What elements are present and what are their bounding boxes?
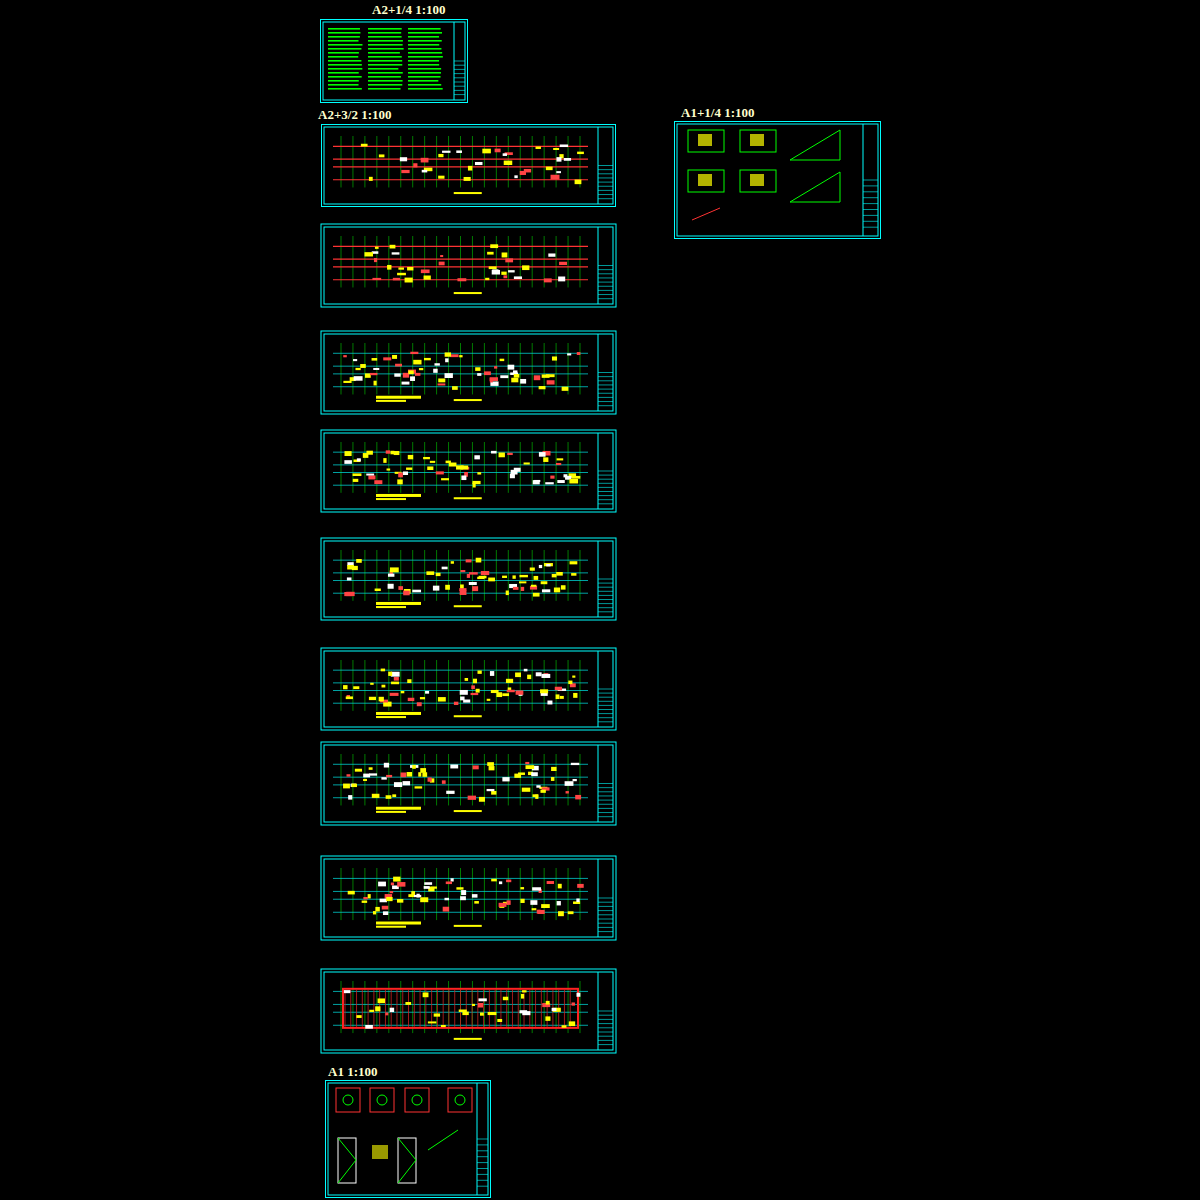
sheet-frame <box>324 541 613 617</box>
drawing-sheet <box>321 969 616 1053</box>
drawing-sheet <box>321 538 616 620</box>
drawing-sheet <box>321 648 616 730</box>
sheet-heading: A2+1/4 1:100 <box>372 2 446 17</box>
drawing-sheet: A1+1/4 1:100 <box>674 121 881 239</box>
sheet-frame <box>324 745 613 822</box>
sheet-frame <box>324 227 613 304</box>
sheet-frame <box>324 334 613 411</box>
sheet-frame <box>328 1083 488 1195</box>
drawing-sheet <box>321 430 616 512</box>
drawing-sheet: A1 1:100 <box>325 1080 491 1198</box>
drawing-sheet <box>321 331 616 414</box>
drawing-sheet <box>321 856 616 940</box>
sheet-frame <box>677 124 878 236</box>
sheet-frame <box>324 127 613 204</box>
sheet-frame <box>324 651 613 727</box>
drawing-sheet <box>321 224 616 307</box>
sheet-frame <box>324 859 613 937</box>
drawing-sheet: A2+3/2 1:100 <box>321 124 616 207</box>
sheet-heading: A2+3/2 1:100 <box>318 107 392 122</box>
sheet-frame <box>323 22 465 100</box>
sheet-frame <box>324 433 613 509</box>
sheet-heading: A1+1/4 1:100 <box>681 105 755 120</box>
drawing-sheet: A2+1/4 1:100 <box>320 19 468 103</box>
sheet-frame <box>324 972 613 1050</box>
drawing-sheet <box>321 742 616 825</box>
sheet-heading: A1 1:100 <box>328 1064 377 1079</box>
